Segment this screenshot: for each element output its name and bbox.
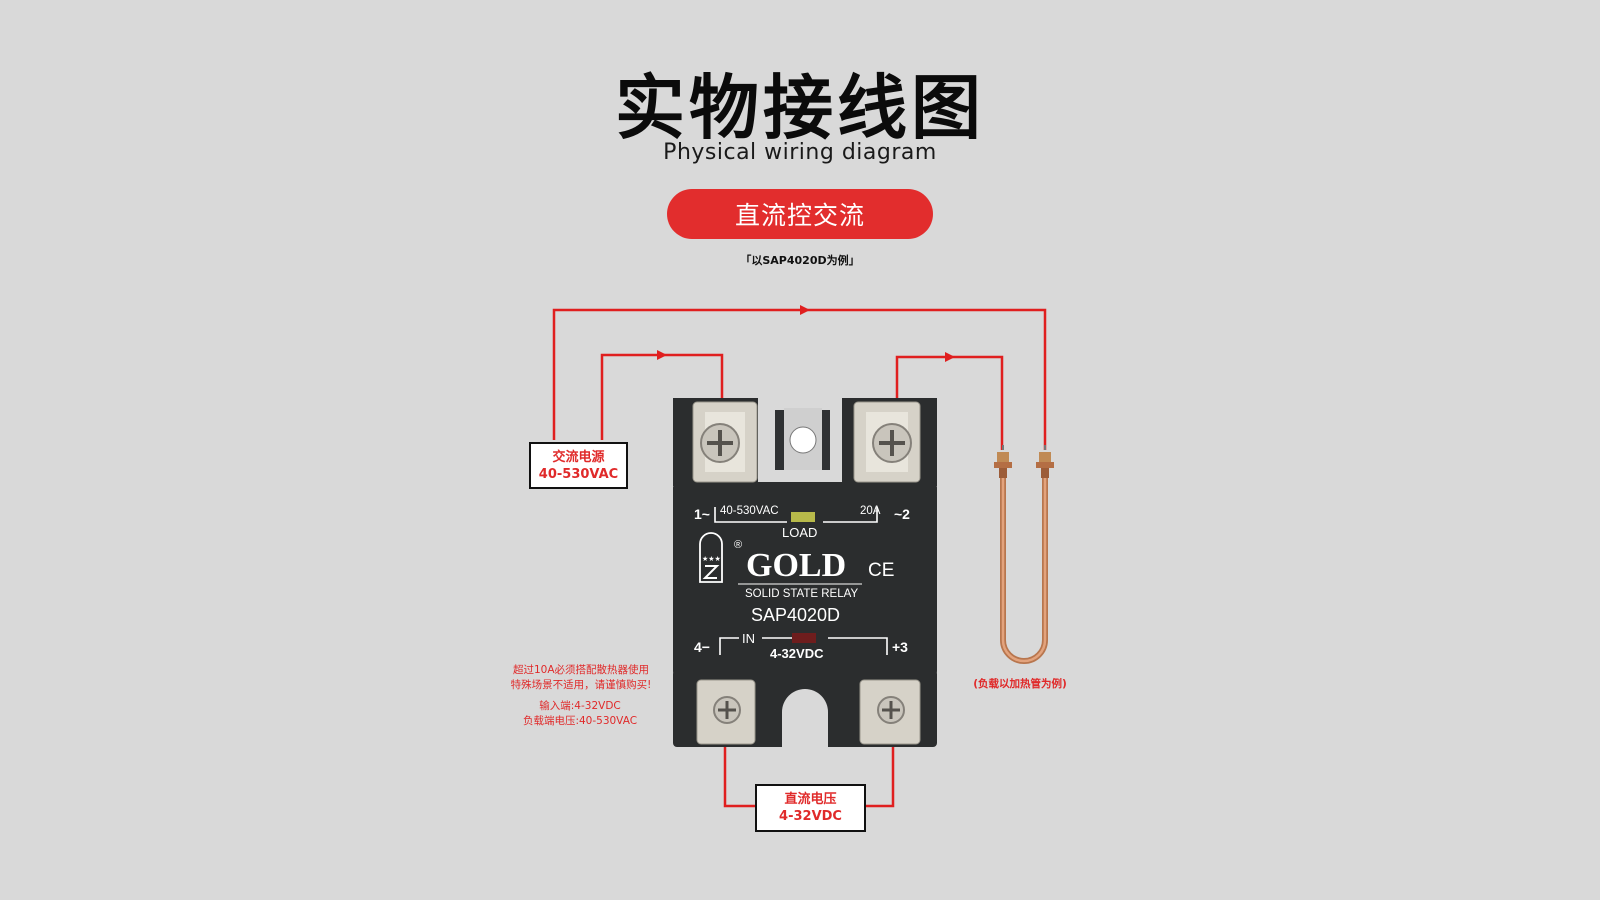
terminal-2	[853, 401, 921, 483]
example-note: 「以SAP4020D为例」	[740, 254, 860, 267]
terminal-1-label: 1~	[694, 506, 710, 522]
heater-note: (负载以加热管为例)	[973, 678, 1067, 690]
port-spec-note: 输入端:4-32VDC 负载端电压:40-530VAC	[500, 699, 660, 729]
relay-description: SOLID STATE RELAY	[745, 588, 858, 600]
mode-badge: 直流控交流	[667, 189, 933, 239]
arrow-right-icon	[945, 352, 955, 362]
terminal-1	[692, 401, 758, 483]
input-voltage-label: 4-32VDC	[770, 646, 824, 661]
terminal-4-label: 4−	[694, 639, 710, 655]
load-led	[791, 512, 815, 522]
load-spec: 负载端电压:40-530VAC	[522, 715, 638, 727]
dc-wire-right	[862, 720, 895, 808]
mount-hole-top	[789, 426, 817, 454]
ce-mark: CE	[868, 560, 894, 581]
ac-source-box: 交流电源 40-530VAC	[529, 442, 628, 489]
brand-logo-icon: ★★★	[699, 532, 723, 583]
terminal-2-label: ~2	[894, 506, 910, 522]
load-led-label: LOAD	[782, 525, 817, 540]
input-spec: 输入端:4-32VDC	[539, 700, 621, 712]
heatsink-warning-line2: 特殊场景不适用，请谨慎购买!	[510, 679, 652, 691]
arrow-right-icon	[657, 350, 667, 360]
ac-source-voltage: 40-530VAC	[538, 466, 619, 482]
terminal-4	[696, 679, 756, 745]
ac-source-label: 交流电源	[552, 449, 605, 465]
registered-mark: ®	[734, 539, 742, 551]
relay-body	[673, 482, 937, 677]
mount-slot-bottom	[782, 689, 828, 747]
dc-wire-left	[723, 720, 755, 808]
terminal-3	[859, 679, 921, 745]
brand-name: GOLD	[746, 547, 846, 584]
heatsink-warning: 超过10A必须搭配散热器使用 特殊场景不适用，请谨慎购买!	[490, 663, 672, 693]
load-voltage-label: 40-530VAC	[720, 505, 779, 517]
heating-tube-icon	[994, 445, 1054, 664]
dc-source-label: 直流电压	[784, 792, 837, 807]
model-number: SAP4020D	[751, 605, 840, 625]
relay: 1~ 40-530VAC 20A ~2 LOAD ★★★ ® GOLD CE S…	[673, 398, 937, 747]
dc-source-voltage: 4-32VDC	[779, 809, 842, 824]
input-led	[792, 633, 816, 643]
wire-arrows	[657, 305, 955, 362]
heatsink-warning-line1: 超过10A必须搭配散热器使用	[512, 664, 650, 676]
arrow-right-icon	[800, 305, 810, 315]
ac-wire-outer	[552, 308, 1047, 450]
dc-source-box: 直流电压 4-32VDC	[755, 784, 866, 832]
input-label: IN	[742, 631, 755, 646]
current-rating-label: 20A	[860, 505, 881, 517]
svg-text:★★★: ★★★	[702, 555, 721, 563]
page-title: 实物接线图	[615, 67, 985, 149]
page-subtitle: Physical wiring diagram	[663, 140, 937, 165]
terminal-3-label: +3	[892, 639, 908, 655]
